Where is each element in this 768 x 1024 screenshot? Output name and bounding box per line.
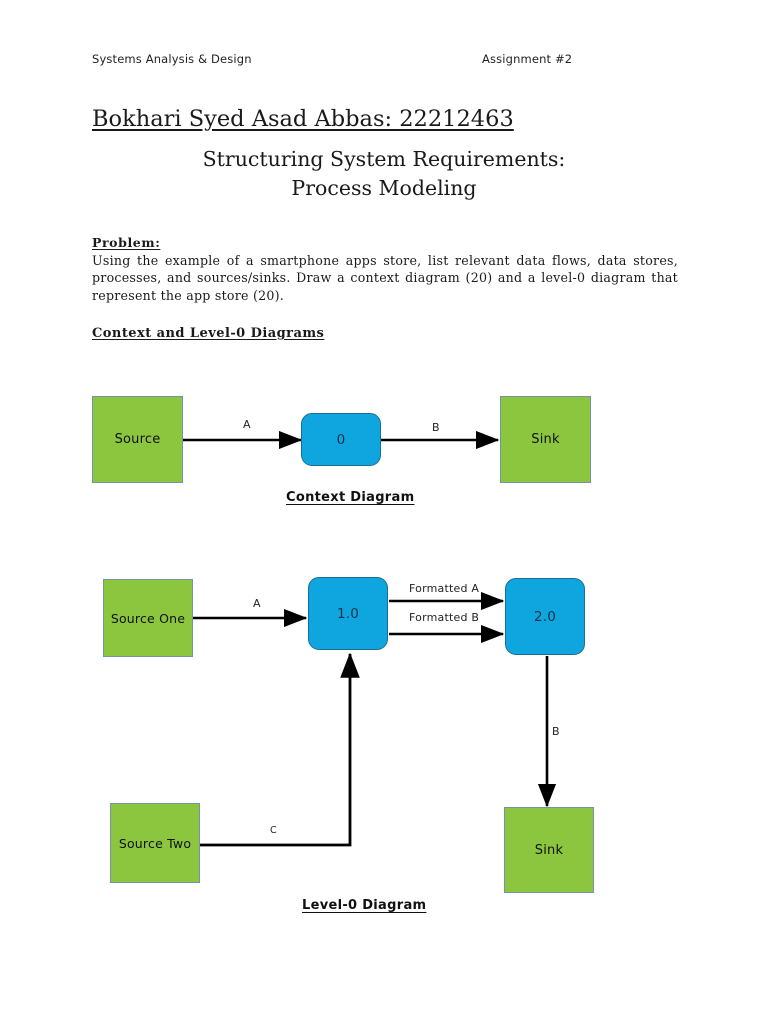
context-process-0-label: 0: [336, 431, 346, 448]
context-flow-b-label: B: [432, 421, 440, 434]
level0-external-entity-source-one[interactable]: Source One: [103, 579, 193, 657]
document-title: Structuring System Requirements: Process…: [92, 145, 676, 203]
student-name-heading: Bokhari Syed Asad Abbas: 22212463: [92, 106, 514, 132]
level0-external-entity-source-two[interactable]: Source Two: [110, 803, 200, 883]
context-diagram-caption: Context Diagram: [286, 490, 415, 505]
level0-process-2[interactable]: 2.0: [505, 578, 585, 655]
level0-process-1[interactable]: 1.0: [308, 577, 388, 650]
level0-flow-c-label: C: [270, 825, 277, 836]
context-source-label: Source: [114, 432, 161, 447]
context-external-entity-sink[interactable]: Sink: [500, 396, 591, 483]
running-header: Systems Analysis & Design Assignment #2: [92, 52, 676, 70]
level0-diagram-caption: Level-0 Diagram: [302, 898, 427, 913]
level0-flow-c-arrow: [200, 652, 360, 847]
level0-flow-a-label: A: [253, 597, 261, 610]
level0-flow-formatted-a-label: Formatted A: [409, 582, 480, 595]
context-process-0[interactable]: 0: [301, 413, 381, 466]
context-sink-label: Sink: [531, 432, 560, 447]
header-assignment-label: Assignment #2: [482, 52, 573, 66]
document-title-line-2: Process Modeling: [291, 176, 477, 200]
context-external-entity-source[interactable]: Source: [92, 396, 183, 483]
level0-flow-b-label: B: [552, 725, 560, 738]
level0-external-entity-sink[interactable]: Sink: [504, 807, 594, 893]
level0-flow-formatted-b-label: Formatted B: [409, 611, 480, 624]
level0-source-two-label: Source Two: [118, 835, 192, 851]
header-course-title: Systems Analysis & Design: [92, 52, 252, 66]
level0-process-1-label: 1.0: [336, 605, 360, 622]
document-title-line-1: Structuring System Requirements:: [202, 147, 566, 171]
level0-source-one-label: Source One: [110, 610, 186, 626]
problem-label: Problem:: [92, 235, 161, 250]
problem-statement-text: Using the example of a smartphone apps s…: [92, 253, 678, 303]
level0-sink-label: Sink: [534, 842, 564, 858]
section-heading-diagrams: Context and Level-0 Diagrams: [92, 326, 325, 341]
level0-process-2-label: 2.0: [533, 608, 557, 625]
context-flow-a-label: A: [243, 418, 251, 431]
